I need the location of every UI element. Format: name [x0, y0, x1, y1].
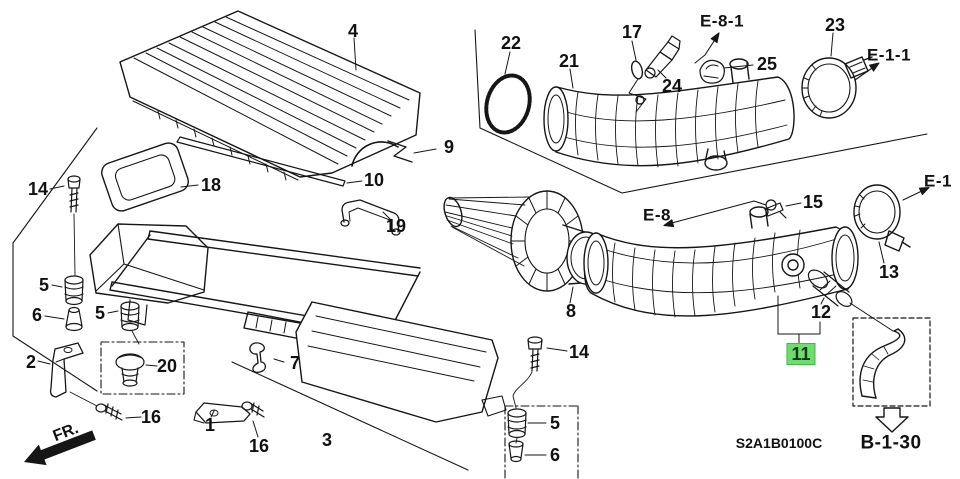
callout-18[interactable]: 18 [200, 175, 222, 195]
seal-strip [176, 136, 346, 187]
callout-14-bottom[interactable]: 14 [568, 342, 590, 362]
callout-19[interactable]: 19 [385, 216, 407, 236]
callout-16-left[interactable]: 16 [140, 407, 162, 427]
callout-8[interactable]: 8 [565, 301, 577, 321]
hose-clamp-13 [853, 184, 911, 252]
hose-clamp-23 [801, 56, 873, 119]
bolt-14-left [67, 175, 81, 276]
callout-13[interactable]: 13 [878, 262, 900, 282]
clip-7 [249, 342, 267, 373]
air-cleaner-cover [119, 10, 421, 181]
callout-11-highlighted[interactable]: 11 [786, 343, 816, 365]
holder-clip-25 [699, 59, 725, 84]
callout-6-bottom[interactable]: 6 [549, 445, 561, 465]
o-ring-22 [484, 73, 532, 135]
b-1-30-arrow [875, 407, 909, 433]
callout-24[interactable]: 24 [661, 76, 683, 96]
breather-hose-box [852, 317, 931, 407]
callout-17[interactable]: 17 [621, 22, 643, 42]
callout-20[interactable]: 20 [156, 356, 178, 376]
callout-21[interactable]: 21 [558, 51, 580, 71]
callout-14-left[interactable]: 14 [27, 179, 49, 199]
ref-label-e-1[interactable]: E-1 [924, 171, 952, 191]
callout-4[interactable]: 4 [347, 21, 359, 41]
diagram-code: S2A1B0100C [735, 435, 823, 451]
leader-lines [37, 32, 894, 456]
fr-arrow [24, 430, 96, 466]
rubber-mount-5-mid [120, 301, 140, 345]
bracket-1 [193, 402, 251, 424]
resonator [443, 190, 606, 292]
callout-12[interactable]: 12 [810, 302, 832, 322]
ref-label-e-8[interactable]: E-8 [643, 205, 671, 225]
callout-2[interactable]: 2 [25, 352, 37, 372]
dash-box-bottom [504, 405, 579, 479]
bracket-2 [49, 342, 84, 398]
callout-5-bottom[interactable]: 5 [549, 413, 561, 433]
air-cleaner-case [109, 230, 507, 423]
rubber-mount-5-bottom [507, 408, 527, 444]
ref-arrows [663, 32, 930, 228]
ref-label-e-8-1[interactable]: E-8-1 [699, 11, 745, 31]
callout-9[interactable]: 9 [443, 137, 455, 157]
callout-10[interactable]: 10 [363, 170, 385, 190]
tube-clamp-15 [764, 199, 787, 219]
joint-fitting-12 [807, 269, 853, 307]
air-intake-tube-11 [583, 206, 859, 318]
spacer-6-left [65, 306, 83, 332]
stay-9 [387, 140, 413, 163]
o-ring-17 [628, 60, 647, 113]
bolt-16-center [241, 401, 265, 418]
callout-6-left[interactable]: 6 [31, 305, 43, 325]
callout-5-left[interactable]: 5 [38, 275, 50, 295]
callout-1[interactable]: 1 [204, 415, 216, 435]
ref-label-e-1-1[interactable]: E-1-1 [866, 45, 912, 65]
filter-element [101, 142, 189, 212]
callout-7[interactable]: 7 [289, 353, 301, 373]
callout-23[interactable]: 23 [824, 15, 846, 35]
ref-label-b-1-30[interactable]: B-1-30 [860, 432, 922, 454]
stay-19 [340, 199, 401, 236]
grommet-20 [100, 341, 185, 395]
spacer-6-bottom [508, 440, 524, 463]
air-intake-tube-21 [543, 58, 795, 171]
rubber-mount-5-left [64, 275, 84, 306]
bolt-16-left [69, 391, 123, 421]
separator-lines [12, 29, 928, 471]
callout-3[interactable]: 3 [321, 430, 333, 450]
callout-22[interactable]: 22 [500, 33, 522, 53]
sensor-24 [644, 35, 681, 79]
callout-25[interactable]: 25 [756, 54, 778, 74]
bolt-14-bottom [512, 336, 543, 409]
callout-5-mid[interactable]: 5 [94, 303, 106, 323]
callout-16-center[interactable]: 16 [248, 436, 270, 456]
callout-15[interactable]: 15 [802, 192, 824, 212]
